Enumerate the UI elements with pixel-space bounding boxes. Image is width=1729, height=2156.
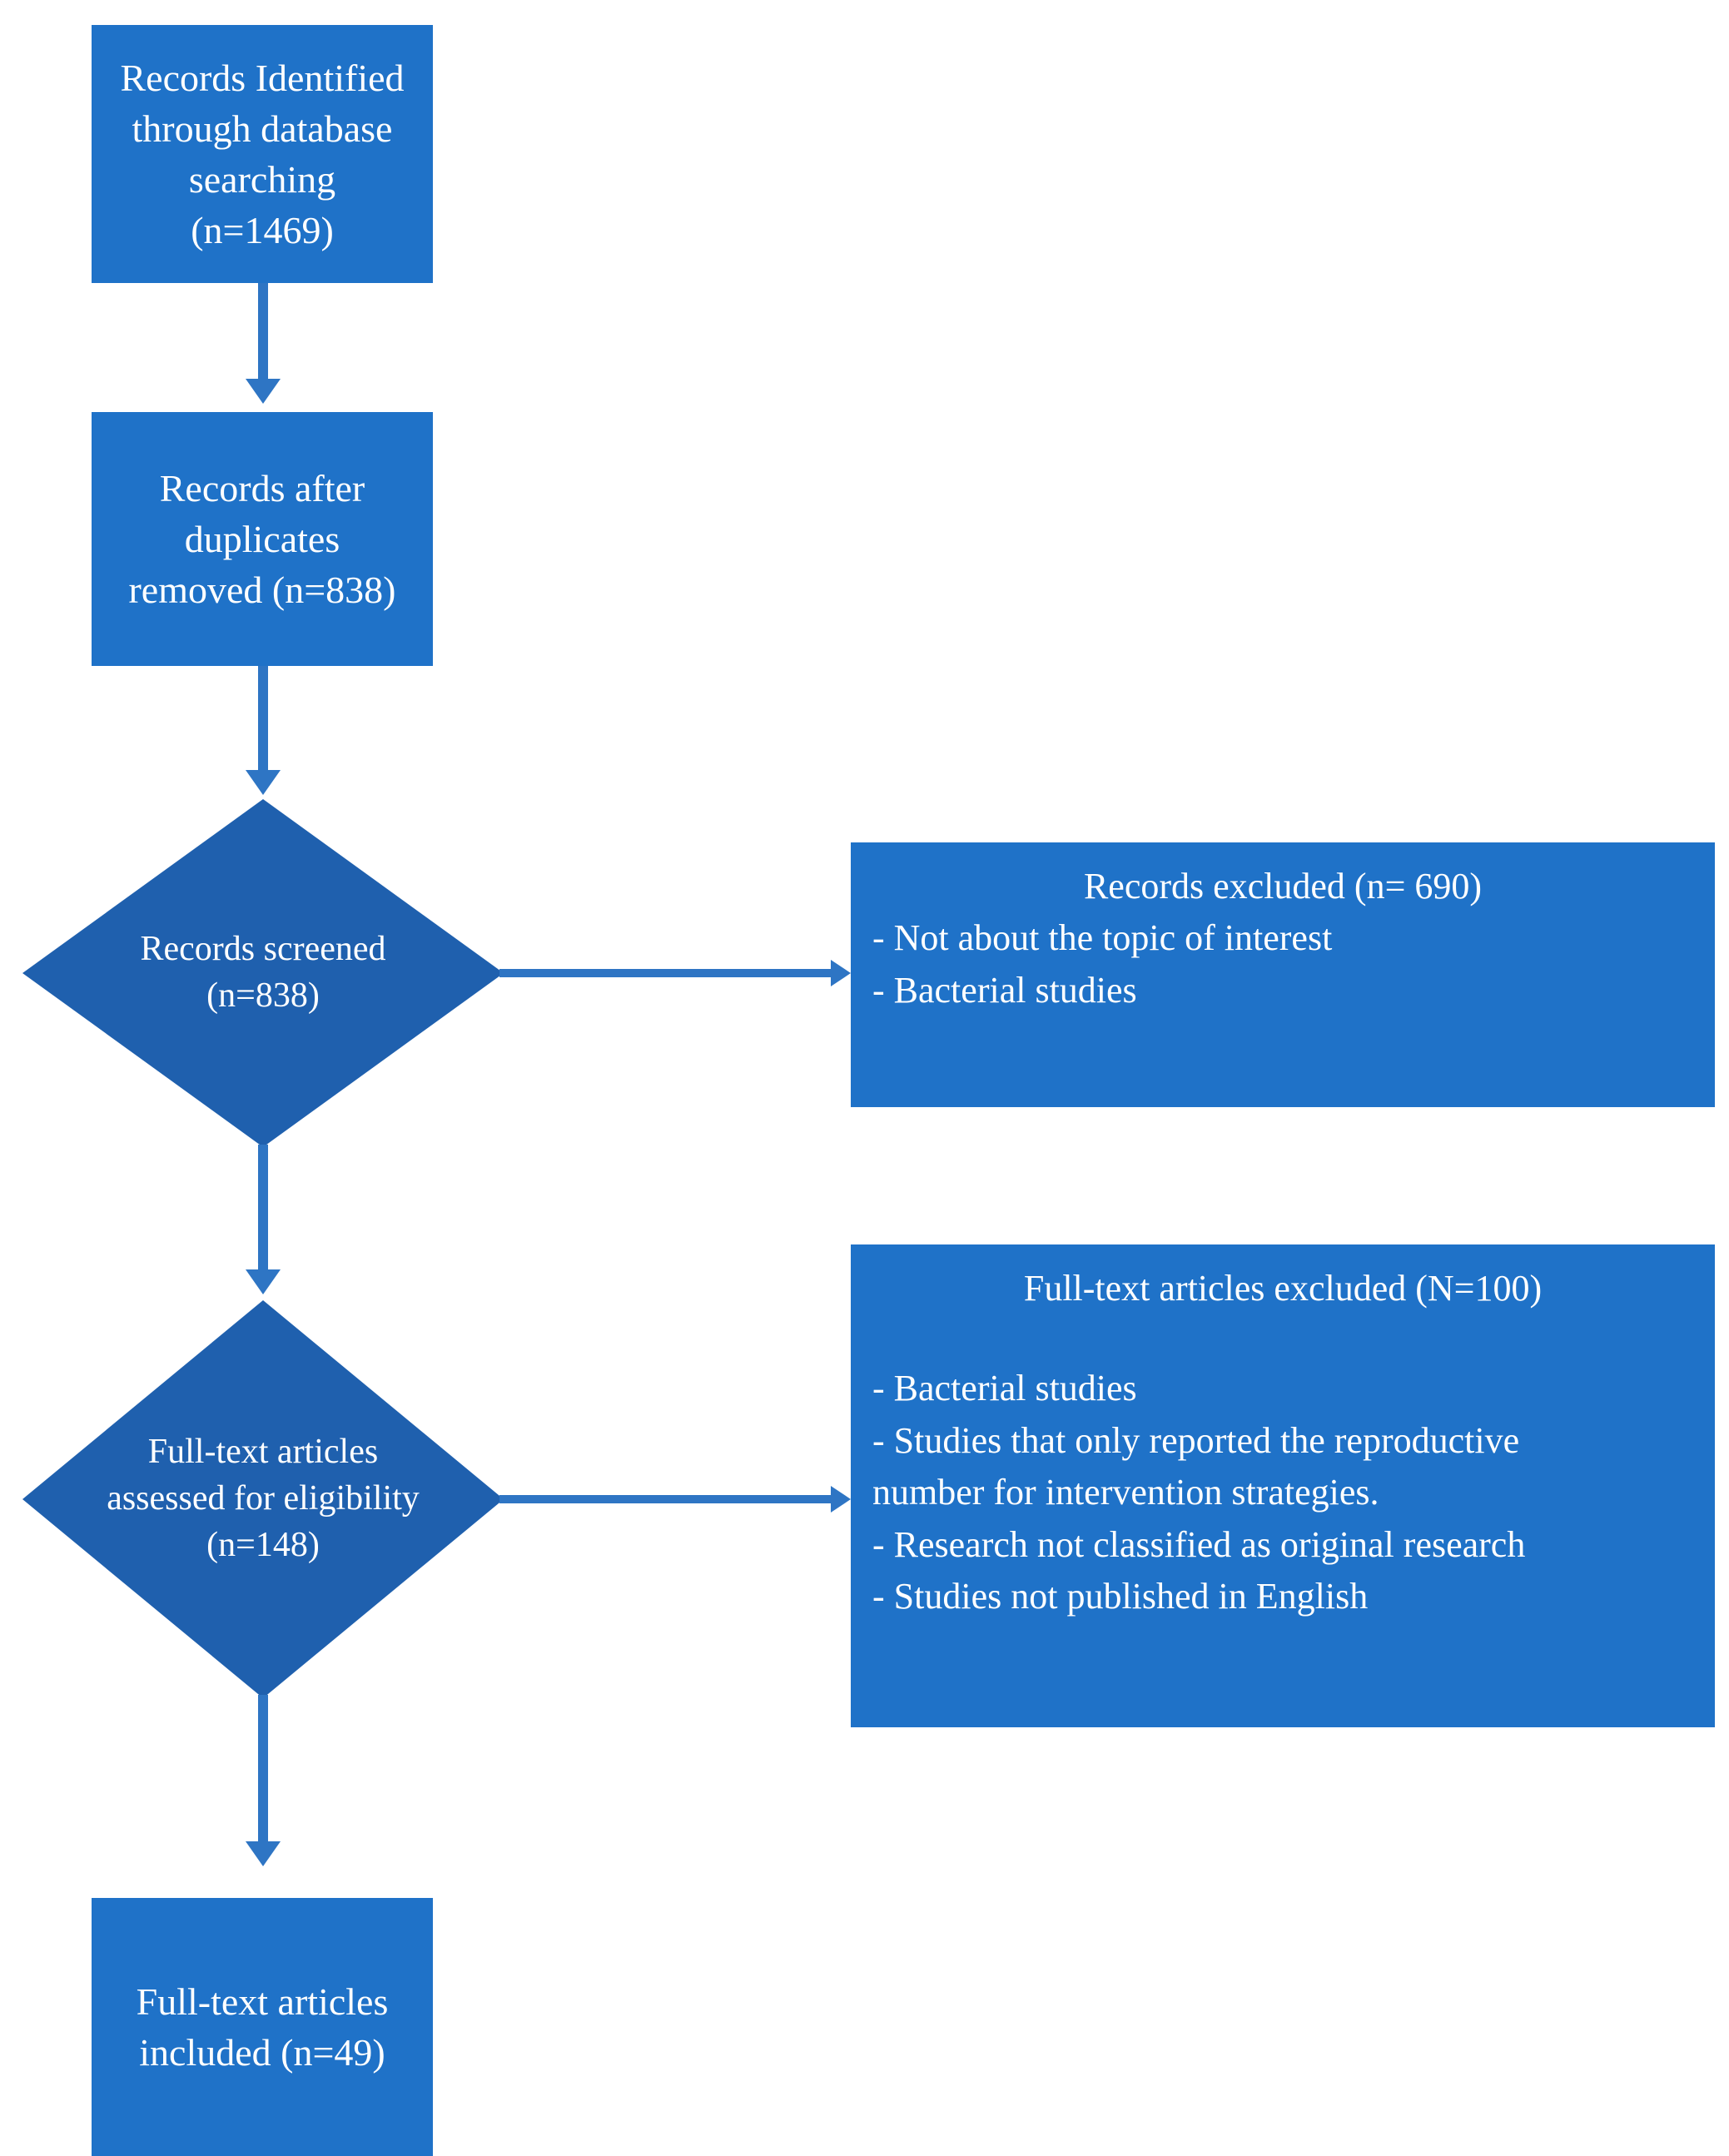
node-records-identified: Records Identified through database sear… [92, 25, 433, 283]
connector-screened-to-eligibility-arrowhead [246, 1269, 281, 1294]
node-records-screened: Records screened (n=838) [22, 799, 504, 1147]
node-records-after-duplicates-label: Records after duplicates removed (n=838) [128, 466, 396, 612]
node-records-after-duplicates: Records after duplicates removed (n=838) [92, 412, 433, 666]
node-fulltext-included-label: Full-text articles included (n=49) [136, 1980, 389, 2074]
connector-screened-to-excluded-arrowhead [831, 960, 851, 986]
connector-screened-to-excluded-line [499, 969, 832, 977]
panel-records-excluded-reasons: - Not about the topic of interest - Bact… [872, 917, 1333, 1011]
connector-identified-to-duplicates-arrowhead [246, 379, 281, 404]
panel-records-excluded-title: Records excluded (n= 690) [1083, 866, 1483, 907]
connector-duplicates-to-screened-line [258, 666, 268, 774]
connector-duplicates-to-screened-arrowhead [246, 770, 281, 795]
node-records-identified-label: Records Identified through database sear… [120, 56, 405, 252]
connector-screened-to-eligibility-line [258, 1145, 268, 1274]
panel-fulltext-excluded-title: Full-text articles excluded (N=100) [1023, 1268, 1543, 1309]
connector-eligibility-to-included-arrowhead [246, 1841, 281, 1866]
node-fulltext-assessed-eligibility: Full-text articles assessed for eligibil… [22, 1300, 504, 1698]
node-records-screened-label: Records screened (n=838) [140, 930, 386, 1015]
connector-identified-to-duplicates-line [258, 283, 268, 383]
panel-fulltext-excluded-reasons: - Bacterial studies - Studies that only … [872, 1368, 1526, 1617]
node-fulltext-included: Full-text articles included (n=49) [92, 1898, 433, 2156]
panel-records-excluded: Records excluded (n= 690) - Not about th… [851, 842, 1715, 1107]
node-fulltext-assessed-eligibility-label: Full-text articles assessed for eligibil… [107, 1433, 420, 1564]
connector-eligibility-to-excluded-line [499, 1495, 832, 1503]
connector-eligibility-to-excluded-arrowhead [831, 1486, 851, 1513]
connector-eligibility-to-included-line [258, 1695, 268, 1845]
panel-fulltext-excluded: Full-text articles excluded (N=100) - Ba… [851, 1244, 1715, 1727]
